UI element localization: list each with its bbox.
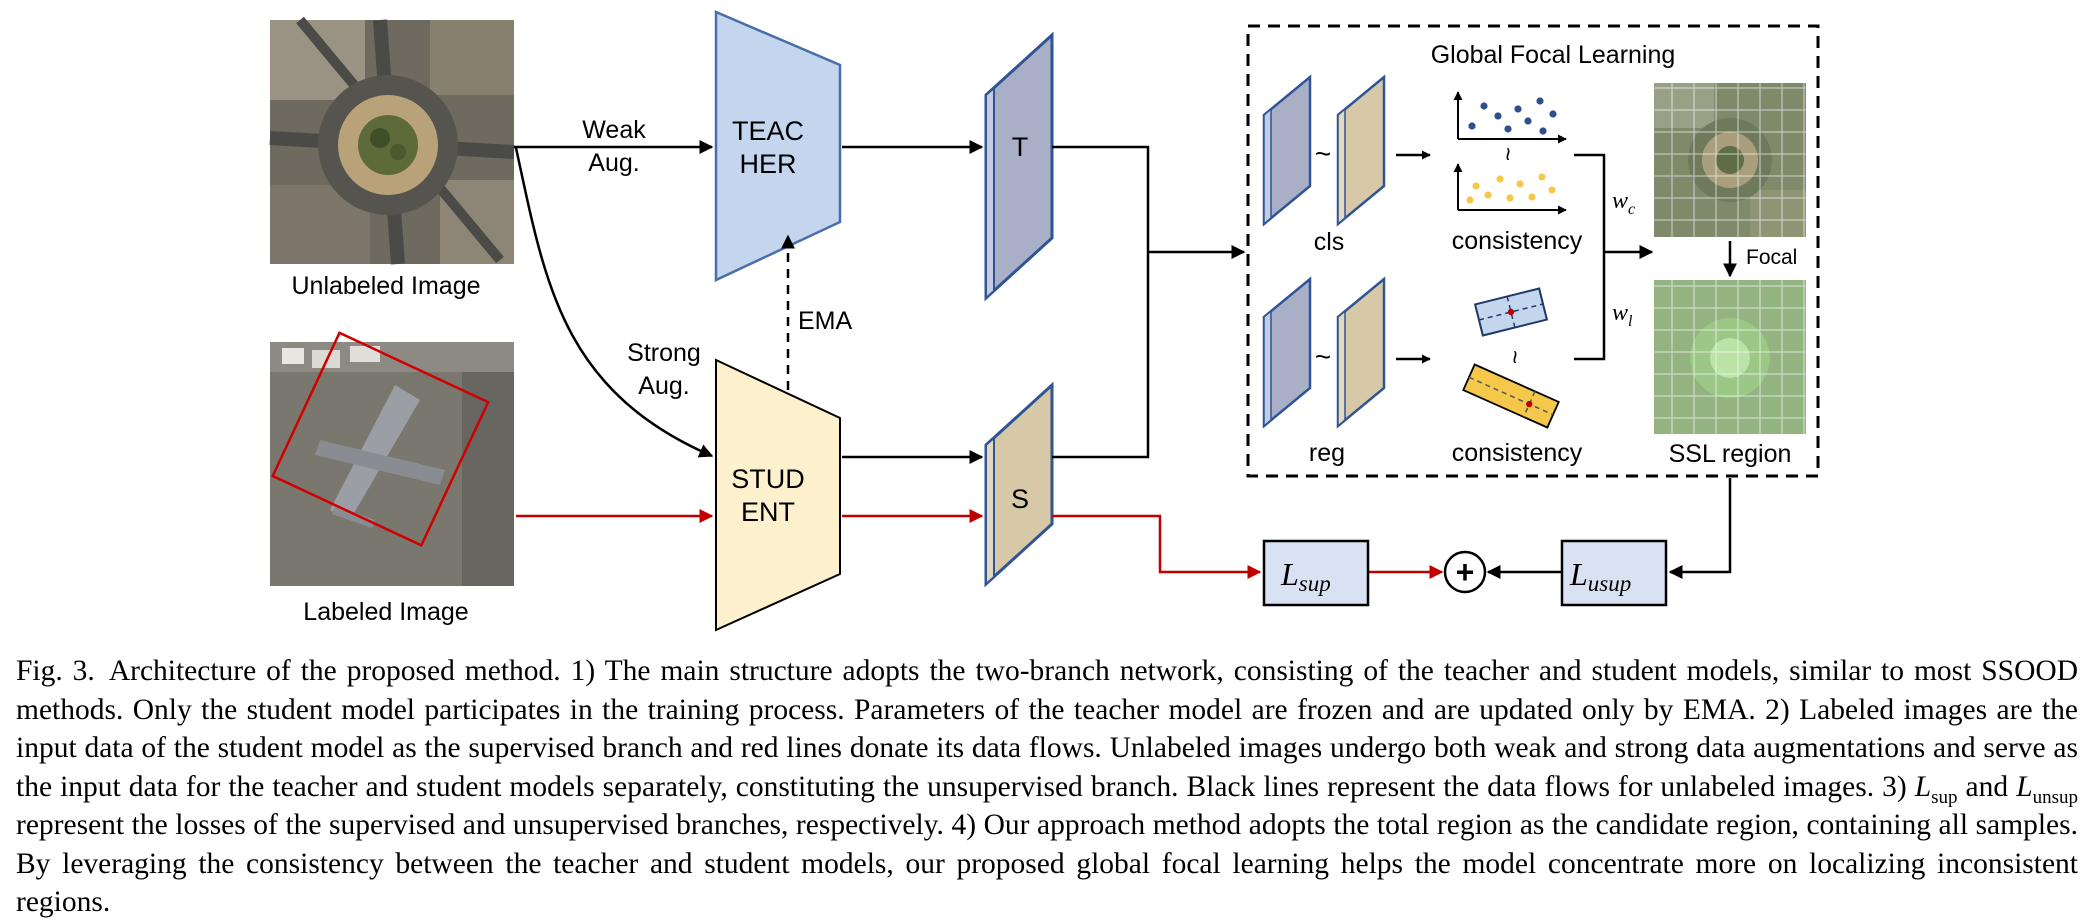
- cls-student-scatter: [1453, 163, 1567, 215]
- caption-text-part2: represent the losses of the supervised a…: [16, 809, 2078, 918]
- strong-aug-label-line1: Strong: [627, 339, 701, 367]
- cls-weight-line: [1574, 153, 1606, 252]
- figure-caption: Fig. 3.Architecture of the proposed meth…: [16, 652, 2078, 922]
- student-label-line2: ENT: [741, 497, 795, 527]
- cls-student-map: [1336, 74, 1386, 227]
- S-to-lsup-arrow: [1052, 514, 1262, 579]
- lusup-label: Lusup: [1569, 556, 1631, 596]
- T-to-gfl-line: [1052, 145, 1150, 252]
- labeled-image: [270, 331, 514, 586]
- S-to-gfl-line: [1052, 252, 1150, 459]
- student-label-line1: STUD: [731, 464, 805, 494]
- reg-weight-line: [1574, 252, 1606, 361]
- figure-number: Fig. 3.: [16, 655, 95, 687]
- ssl-input-image: [1654, 83, 1806, 237]
- sum-operator-symbol: +: [1456, 554, 1475, 590]
- unlabeled-image: [269, 16, 515, 265]
- strong-aug-label-line2: Aug.: [638, 372, 689, 400]
- teacher-model: [714, 10, 842, 282]
- cls-consistency-tilde: ~: [1494, 147, 1521, 161]
- reg-teacher-map: [1262, 276, 1312, 429]
- lsup-label: Lsup: [1280, 556, 1331, 596]
- ssl-region-image: [1654, 280, 1806, 434]
- caption-sub-sup: sup: [1931, 786, 1958, 808]
- reg-teacher-box: [1473, 287, 1549, 337]
- weak-aug-label-line2: Aug.: [588, 149, 639, 177]
- caption-sub-unsup: unsup: [2032, 786, 2079, 808]
- teacher-label-line2: HER: [739, 149, 796, 179]
- ema-label: EMA: [798, 307, 853, 335]
- weak-aug-label-line1: Weak: [582, 116, 646, 144]
- strong-aug-arrow: [514, 147, 714, 458]
- reg-consistency-label: consistency: [1452, 439, 1583, 467]
- student-feature-map: [984, 381, 1054, 588]
- unlabeled-image-label: Unlabeled Image: [291, 272, 480, 300]
- caption-text-part1: Architecture of the proposed method. 1) …: [16, 655, 2079, 803]
- teacher-feature-label: T: [1012, 132, 1029, 162]
- teacher-feature-map: [984, 31, 1054, 302]
- cls-tilde: ~: [1315, 138, 1331, 169]
- gfl-box: [1246, 24, 1820, 478]
- ssl-to-lusup-arrow: [1668, 478, 1732, 579]
- caption-l-unsup: L: [2016, 770, 2033, 803]
- reg-consistency-tilde: ~: [1501, 350, 1528, 364]
- labeled-image-label: Labeled Image: [303, 598, 468, 626]
- sum-operator: [1443, 550, 1487, 594]
- ssl-region-label: SSL region: [1669, 440, 1792, 468]
- cls-teacher-map: [1262, 74, 1312, 227]
- focal-label: Focal: [1746, 246, 1797, 269]
- wl-label: wl: [1612, 300, 1633, 330]
- caption-and: and: [1957, 770, 2017, 803]
- wc-label: wc: [1612, 188, 1635, 218]
- reg-student-box: [1462, 363, 1560, 429]
- reg-tilde: ~: [1315, 341, 1331, 372]
- teacher-label-line1: TEAC: [732, 116, 804, 146]
- student-model: [715, 358, 841, 632]
- cls-teacher-scatter: [1453, 91, 1567, 144]
- caption-l-sup: L: [1914, 770, 1932, 803]
- architecture-diagram: Unlabeled Image Labeled Image TEAC HER S…: [269, 10, 1820, 632]
- cls-label: cls: [1314, 228, 1345, 256]
- reg-student-map: [1336, 276, 1386, 429]
- gfl-title: Global Focal Learning: [1431, 41, 1676, 69]
- cls-consistency-label: consistency: [1452, 227, 1583, 255]
- reg-label: reg: [1309, 439, 1345, 467]
- lsup-box: [1262, 539, 1370, 607]
- lusup-box: [1560, 539, 1668, 607]
- student-feature-label: S: [1011, 484, 1029, 514]
